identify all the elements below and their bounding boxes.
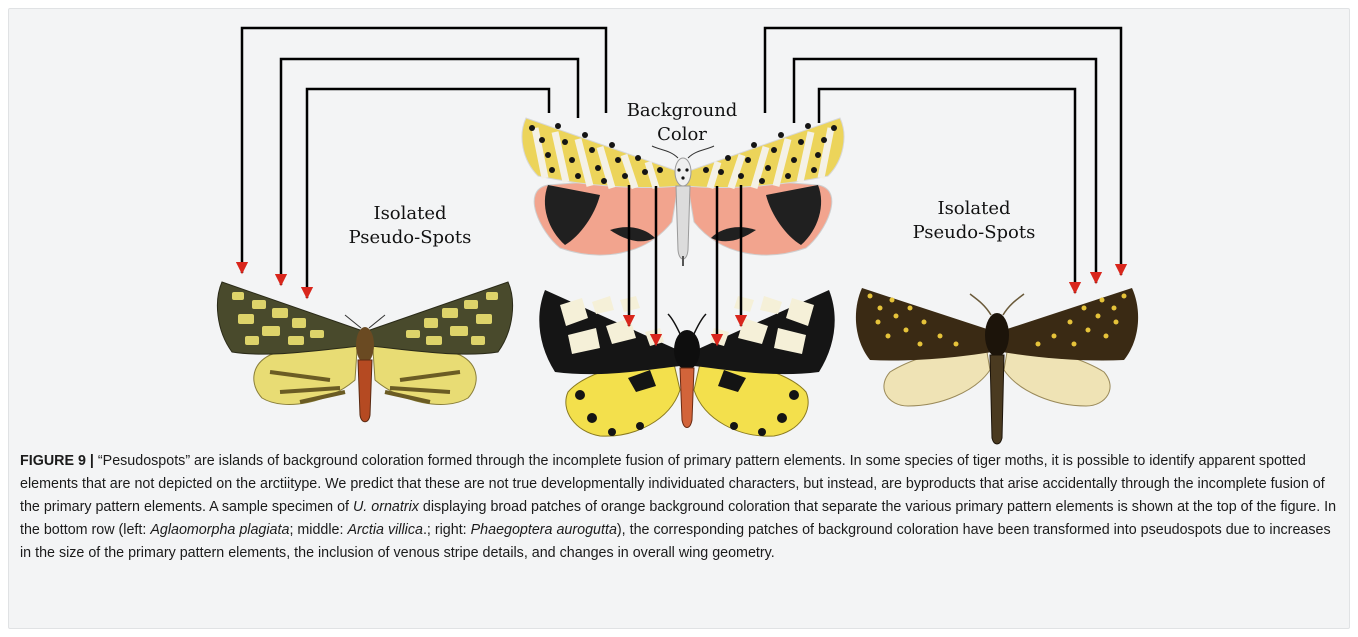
species-middle: Arctia villica — [347, 522, 422, 538]
background-color-line2: Color — [612, 123, 752, 147]
caption-part4: .; right: — [423, 522, 471, 538]
left-isolated-line1: Isolated — [340, 202, 480, 226]
background-color-label: Background Color — [612, 99, 752, 147]
species-left: Aglaomorpha plagiata — [150, 522, 289, 538]
species-right: Phaegoptera aurogutta — [471, 522, 617, 538]
right-isolated-line1: Isolated — [904, 197, 1044, 221]
right-isolated-line2: Pseudo-Spots — [904, 221, 1044, 245]
figure-label: FIGURE 9 | — [20, 453, 94, 469]
caption-part3: ; middle: — [289, 522, 347, 538]
moth-phaegoptera-image — [856, 288, 1138, 444]
right-isolated-pseudo-spots-label: Isolated Pseudo-Spots — [904, 197, 1044, 245]
moth-arctia-image — [539, 290, 834, 436]
figure-caption: FIGURE 9 | “Pesudospots” are islands of … — [20, 450, 1338, 565]
moth-aglaomorpha-image — [217, 282, 512, 422]
arrow-right-inner — [819, 89, 1075, 293]
left-isolated-line2: Pseudo-Spots — [340, 226, 480, 250]
background-color-line1: Background — [612, 99, 752, 123]
arrow-left-inner — [307, 89, 549, 298]
left-isolated-pseudo-spots-label: Isolated Pseudo-Spots — [340, 202, 480, 250]
species-top: U. ornatrix — [353, 499, 419, 515]
figure-illustration — [0, 0, 1358, 450]
arrow-left-middle — [281, 59, 578, 285]
arrow-right-middle — [794, 59, 1096, 283]
